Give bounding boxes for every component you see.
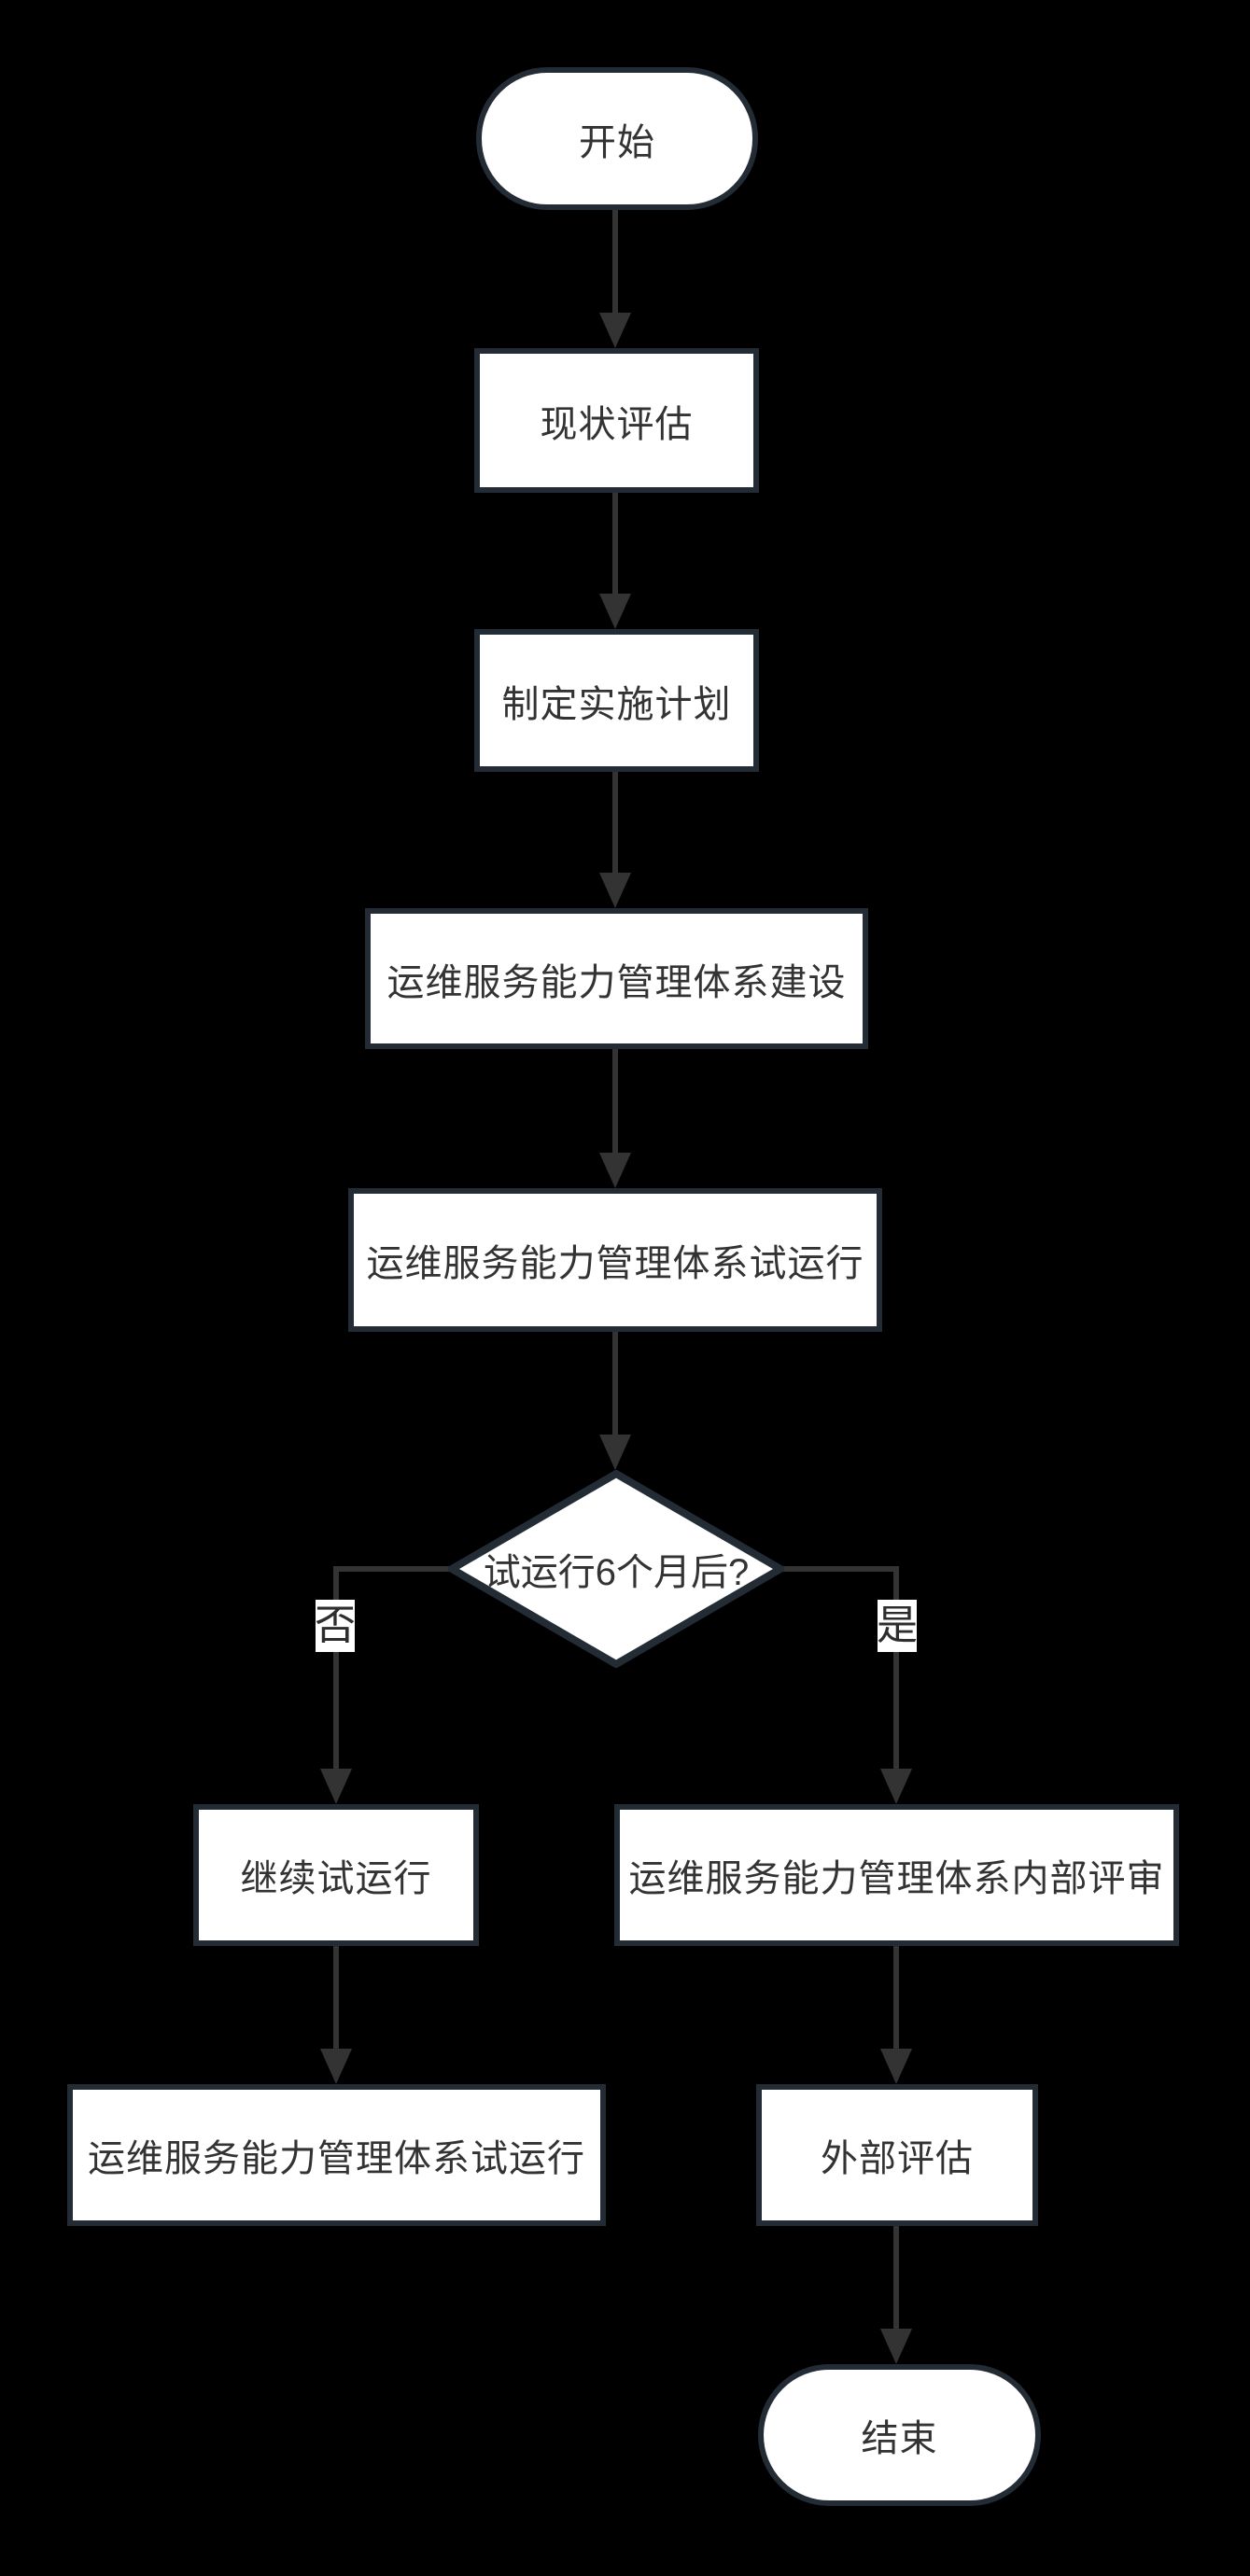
arrowhead-assess-icon — [599, 313, 631, 348]
edge-trial-decision — [612, 1332, 618, 1436]
edge-decision-yes-horizontal — [780, 1566, 899, 1572]
edge-decision-no-horizontal — [333, 1566, 452, 1572]
diamond-shape-icon — [448, 1470, 784, 1668]
node-decision-six-months: 试运行6个月后? — [448, 1470, 784, 1668]
node-continue-trial-run: 继续试运行 — [193, 1804, 479, 1946]
arrowhead-internal-review-icon — [880, 1769, 912, 1804]
edge-internal-external — [893, 1946, 899, 2051]
node-continue-trial-run-label: 继续试运行 — [240, 1858, 432, 1899]
arrowhead-trial-icon — [599, 1153, 631, 1188]
edge-decision-yes-vertical — [893, 1566, 899, 1771]
arrowhead-build-icon — [599, 873, 631, 908]
node-system-trial-run-label: 运维服务能力管理体系试运行 — [366, 1243, 864, 1284]
node-system-construction-label: 运维服务能力管理体系建设 — [386, 961, 847, 1003]
node-external-assessment: 外部评估 — [756, 2084, 1038, 2226]
node-end: 结束 — [758, 2364, 1041, 2506]
branch-label-yes-text: 是 — [877, 1603, 918, 1648]
node-current-status-assessment-label: 现状评估 — [540, 403, 694, 445]
edge-plan-build — [612, 772, 618, 875]
edge-start-assess — [612, 210, 618, 315]
node-system-trial-run: 运维服务能力管理体系试运行 — [348, 1188, 882, 1332]
arrowhead-external-icon — [880, 2049, 912, 2084]
node-end-label: 结束 — [861, 2418, 938, 2459]
edge-continue-trial-rerun — [333, 1946, 339, 2051]
node-start: 开始 — [476, 67, 758, 210]
node-implementation-plan-label: 制定实施计划 — [501, 683, 732, 725]
node-implementation-plan: 制定实施计划 — [474, 629, 759, 772]
node-system-construction: 运维服务能力管理体系建设 — [365, 908, 868, 1049]
edge-assess-plan — [612, 493, 618, 595]
node-internal-review-label: 运维服务能力管理体系内部评审 — [628, 1858, 1165, 1899]
edge-external-end — [893, 2226, 899, 2331]
edge-decision-no-vertical — [333, 1566, 339, 1771]
branch-label-no-text: 否 — [315, 1603, 356, 1648]
node-decision-label: 试运行6个月后? — [483, 1552, 750, 1593]
node-trial-run-repeat-label: 运维服务能力管理体系试运行 — [88, 2138, 585, 2179]
arrowhead-plan-icon — [599, 594, 631, 629]
arrowhead-end-icon — [880, 2329, 912, 2364]
node-current-status-assessment: 现状评估 — [474, 348, 759, 493]
node-internal-review: 运维服务能力管理体系内部评审 — [614, 1804, 1179, 1946]
arrowhead-trial-rerun-icon — [320, 2049, 352, 2084]
arrowhead-continue-icon — [320, 1769, 352, 1804]
branch-label-yes: 是 — [877, 1600, 918, 1652]
edge-build-trial — [612, 1049, 618, 1155]
node-start-label: 开始 — [579, 121, 655, 163]
node-external-assessment-label: 外部评估 — [821, 2138, 974, 2179]
branch-label-no: 否 — [315, 1600, 356, 1652]
arrowhead-decision-icon — [599, 1435, 631, 1470]
node-trial-run-repeat: 运维服务能力管理体系试运行 — [67, 2084, 606, 2226]
